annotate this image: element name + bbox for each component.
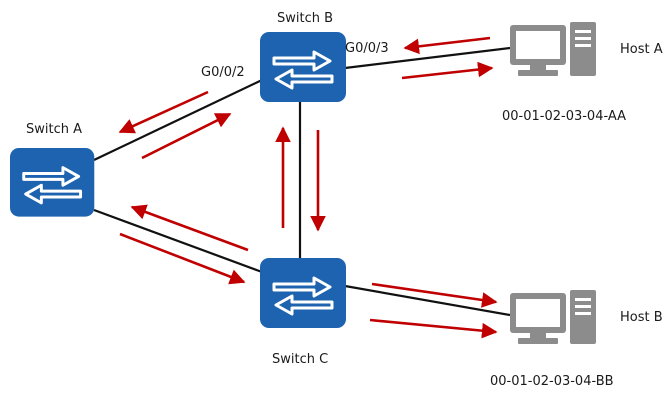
desktop-computer-icon (510, 290, 596, 344)
switch-b-label: Switch B (277, 11, 334, 26)
traffic-arrows (118, 36, 498, 339)
links (93, 46, 511, 317)
switch-a-label: Switch A (26, 122, 83, 137)
switch-b[interactable] (258, 30, 348, 104)
arrow-host-a-to-switch-b (403, 36, 491, 55)
link-switch-a-switch-b (93, 79, 263, 161)
host-b-mac: 00-01-02-03-04-BB (490, 374, 614, 389)
switch-icon (8, 146, 96, 219)
arrow-switch-c-to-host-b-upper (371, 282, 498, 308)
switch-icon (258, 30, 348, 104)
host-b[interactable] (510, 290, 596, 344)
arrow-switch-b-to-host-a (401, 61, 494, 80)
link-switch-a-switch-c (93, 208, 263, 274)
host-a-mac: 00-01-02-03-04-AA (502, 109, 627, 124)
arrow-switch-c-to-host-b-lower (369, 318, 498, 339)
arrow-switch-b-to-switch-a (118, 90, 209, 134)
link-switch-c-host-b (344, 284, 511, 317)
desktop-computer-icon (510, 22, 596, 76)
port-label-g0-0-2: G0/0/2 (201, 65, 245, 80)
host-a[interactable] (510, 22, 596, 76)
link-switch-b-host-a (344, 46, 511, 70)
host-b-label: Host B (620, 310, 663, 325)
switch-c[interactable] (258, 256, 348, 330)
port-label-g0-0-3: G0/0/3 (345, 41, 389, 56)
switch-c-label: Switch C (272, 352, 329, 367)
host-a-label: Host A (620, 42, 663, 57)
switch-a[interactable] (8, 146, 96, 219)
arrow-switch-c-to-switch-a (130, 204, 249, 252)
switch-icon (258, 256, 348, 330)
arrow-switch-a-to-switch-c (119, 232, 246, 285)
arrow-switch-a-to-switch-b (141, 112, 232, 160)
